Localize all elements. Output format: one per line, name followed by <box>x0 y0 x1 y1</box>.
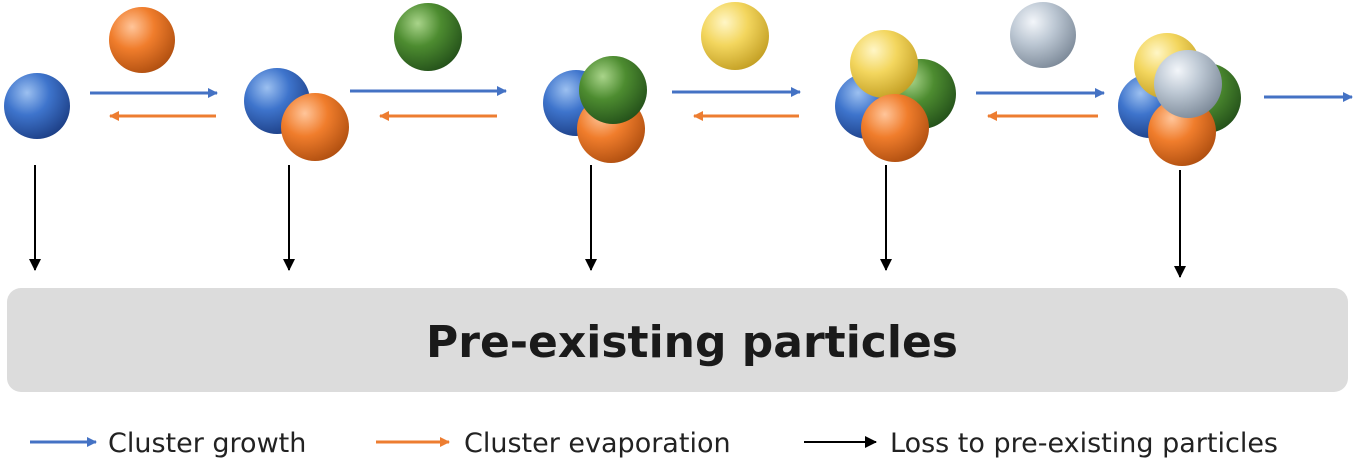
step-4-reactions <box>976 2 1105 121</box>
step-2-reactions <box>350 3 507 121</box>
sphere-orange <box>281 93 349 161</box>
cluster-pentamer <box>1118 33 1241 166</box>
pre-existing-particles-box <box>7 288 1348 392</box>
sphere-yellow <box>850 30 918 98</box>
cluster-dimer <box>244 68 349 161</box>
free-molecule-orange <box>109 7 175 73</box>
sphere-silver <box>1154 50 1222 118</box>
cluster-monomer <box>4 73 70 139</box>
sphere-green <box>579 56 647 124</box>
step-1-reactions <box>90 7 218 121</box>
legend-growth-label: Cluster growth <box>108 428 306 459</box>
cluster-trimer <box>543 56 647 163</box>
step-3-reactions <box>672 2 801 121</box>
sphere-blue <box>4 73 70 139</box>
free-molecule-yellow <box>701 2 769 70</box>
loss-arrows <box>29 165 1186 278</box>
legend: Cluster growth Cluster evaporation Loss … <box>30 428 1278 459</box>
box-label: Pre-existing particles <box>426 317 958 368</box>
cluster-tetramer <box>835 30 956 162</box>
legend-loss-label: Loss to pre-existing particles <box>890 428 1278 459</box>
legend-evaporation-label: Cluster evaporation <box>464 428 731 459</box>
free-molecule-green <box>394 3 462 71</box>
sphere-orange <box>861 94 929 162</box>
free-molecule-silver <box>1010 2 1076 68</box>
